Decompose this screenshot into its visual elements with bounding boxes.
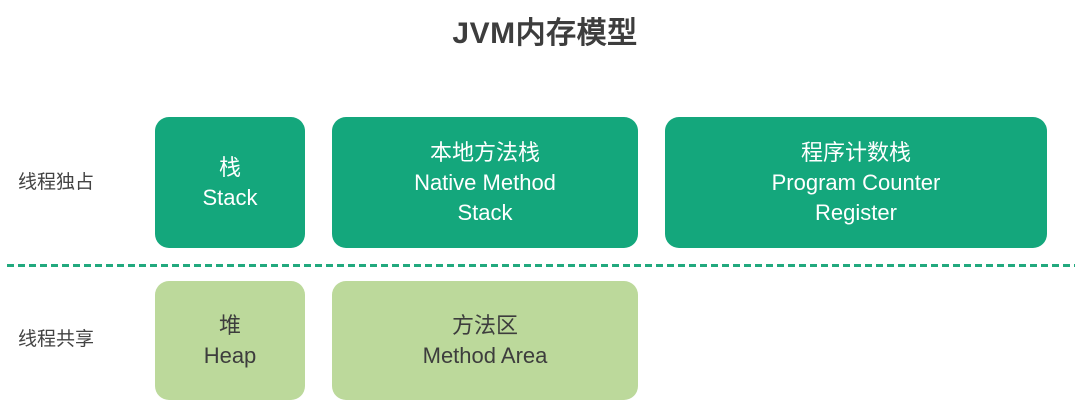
page-title: JVM内存模型 xyxy=(452,17,638,50)
row-label-thread-shared: 线程共享 xyxy=(18,329,95,350)
memory-block-stack[interactable]: 栈 Stack xyxy=(155,117,305,248)
memory-block-method-area[interactable]: 方法区 Method Area xyxy=(332,281,638,400)
memory-block-method-area-label: 方法区 Method Area xyxy=(422,312,548,368)
memory-block-native-method-stack-label: 本地方法栈 Native Method Stack xyxy=(414,139,556,225)
memory-block-native-method-stack[interactable]: 本地方法栈 Native Method Stack xyxy=(332,117,638,248)
memory-block-stack-label: 栈 Stack xyxy=(202,154,258,210)
memory-block-program-counter-register-label: 程序计数栈 Program Counter Register xyxy=(771,139,941,225)
memory-block-program-counter-register[interactable]: 程序计数栈 Program Counter Register xyxy=(665,117,1047,248)
memory-block-heap[interactable]: 堆 Heap xyxy=(155,281,305,400)
row-label-thread-exclusive: 线程独占 xyxy=(18,172,95,193)
thread-scope-divider xyxy=(7,264,1075,267)
memory-block-heap-label: 堆 Heap xyxy=(203,312,257,368)
